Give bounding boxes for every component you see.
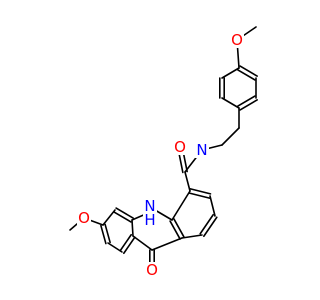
atom-label-text: O [146, 261, 158, 279]
bond-a2-a3 [209, 195, 216, 217]
bond-r3-r4 [237, 95, 256, 107]
bond-a1-a2 [189, 188, 212, 195]
bond-r3-r4 [239, 99, 258, 111]
atom-o-amide: O [173, 138, 187, 156]
atom-h-acridine: H [143, 211, 157, 229]
atom-label-background [143, 198, 157, 214]
atom-n-acridine: N [143, 197, 157, 215]
bond-cc-a1 [184, 171, 191, 192]
atom-label-text: N [144, 197, 155, 215]
bond-a3-a4 [199, 213, 214, 235]
atom-o-methoxy-left: O [77, 209, 91, 227]
bond-r6-r1 [221, 67, 240, 79]
bond-l1-l2 [115, 207, 134, 219]
bond-k-l6 [132, 235, 153, 251]
bond-a5-a6 [173, 218, 185, 238]
atom-label-background [145, 262, 159, 278]
atom-label-text: O [174, 138, 186, 156]
atom-label-background [195, 142, 209, 158]
bond-a6-nh [154, 209, 173, 221]
bond-layer [69, 26, 258, 271]
atom-o-ketone: O [145, 261, 159, 279]
bond-a3-a4 [203, 216, 218, 238]
atom-o-methoxy-top: O [230, 31, 244, 49]
atom-label-background [173, 139, 187, 155]
bond-l5-l6 [119, 233, 132, 252]
bond-a4-a5 [181, 234, 203, 239]
bond-l6-l1 [131, 219, 134, 237]
atom-label-text: O [231, 31, 243, 49]
atom-label-background [77, 210, 91, 226]
bond-a5-a6 [169, 220, 181, 240]
atom-label-background [143, 212, 157, 228]
bond-l2-l3 [102, 209, 116, 226]
atom-label-text: O [78, 209, 90, 227]
bond-r4-r5 [221, 97, 240, 109]
bond-ca-cb [221, 127, 240, 146]
atom-n-amide: N [195, 141, 209, 159]
bond-l3-l4 [104, 223, 111, 244]
atom-label-text: N [196, 141, 207, 159]
atom-label-text: H [144, 211, 155, 229]
bond-l1-l2 [113, 211, 132, 223]
bond-a1-a2 [188, 192, 211, 199]
bond-l5-l6 [123, 236, 136, 255]
bond-r1-r2 [239, 65, 258, 77]
bond-l3-l4 [100, 224, 107, 245]
atom-label-background [230, 32, 244, 48]
bond-r1-r2 [237, 69, 256, 81]
bond-a5-k [151, 237, 183, 251]
bond-a6-a1 [171, 190, 191, 221]
